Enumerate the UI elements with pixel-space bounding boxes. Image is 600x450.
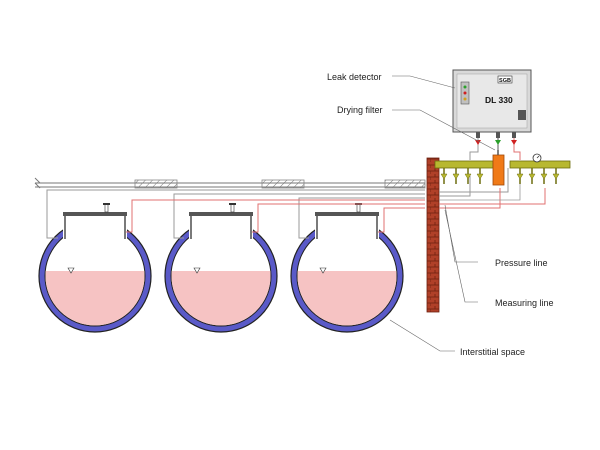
label-pressure-line: Pressure line [495,258,548,268]
valve-red-icon [475,140,481,145]
ground-hatch-1 [134,179,178,189]
manifold-valve-icon [476,168,484,184]
measuring-lines [46,168,509,239]
manifold-valve-icon [552,168,560,184]
brick-wall [426,157,440,313]
manifold-valve-icon [440,168,448,184]
leak-detector-device: SGB DL 330 [452,69,532,160]
device-model: DL 330 [485,95,513,105]
manifold-valve-icon [464,168,472,184]
manifold-right [509,153,571,184]
tank-2 [164,203,278,333]
label-leak-detector: Leak detector [327,72,382,82]
label-measuring-line: Measuring line [495,298,554,308]
drying-filter [492,154,505,186]
pressure-lines [126,188,546,233]
manhole-cover [315,212,379,216]
liquid-level-icon [67,267,75,274]
valve-red-icon-2 [511,140,517,145]
liquid-level-icon [319,267,327,274]
valve-green-icon [495,140,501,145]
tank-3 [290,203,404,333]
vent-pipe-icon [230,203,235,213]
vent-pipe-icon [356,203,361,213]
manhole-cover [189,212,253,216]
ground [34,177,426,189]
led-red-icon [463,91,467,95]
tanks [38,203,404,333]
label-interstitial-space: Interstitial space [460,347,525,357]
manifold-valve-icon [516,168,524,184]
ground-hatch-2 [261,179,305,189]
label-drying-filter: Drying filter [337,105,383,115]
tank-1 [38,203,152,333]
led-green-icon [463,85,467,89]
liquid-level-icon [193,267,201,274]
manifold-left [434,160,494,184]
ground-hatch-3 [384,179,426,189]
led-yellow-icon [463,97,467,101]
manifold-valve-icon [540,168,548,184]
device-socket [518,110,526,120]
manhole-cover [63,212,127,216]
manifold-valve-icon [528,168,536,184]
manifold-valve-icon [452,168,460,184]
device-brand: SGB [499,78,511,84]
vent-pipe-icon [104,203,109,213]
leader-lines [389,75,496,352]
